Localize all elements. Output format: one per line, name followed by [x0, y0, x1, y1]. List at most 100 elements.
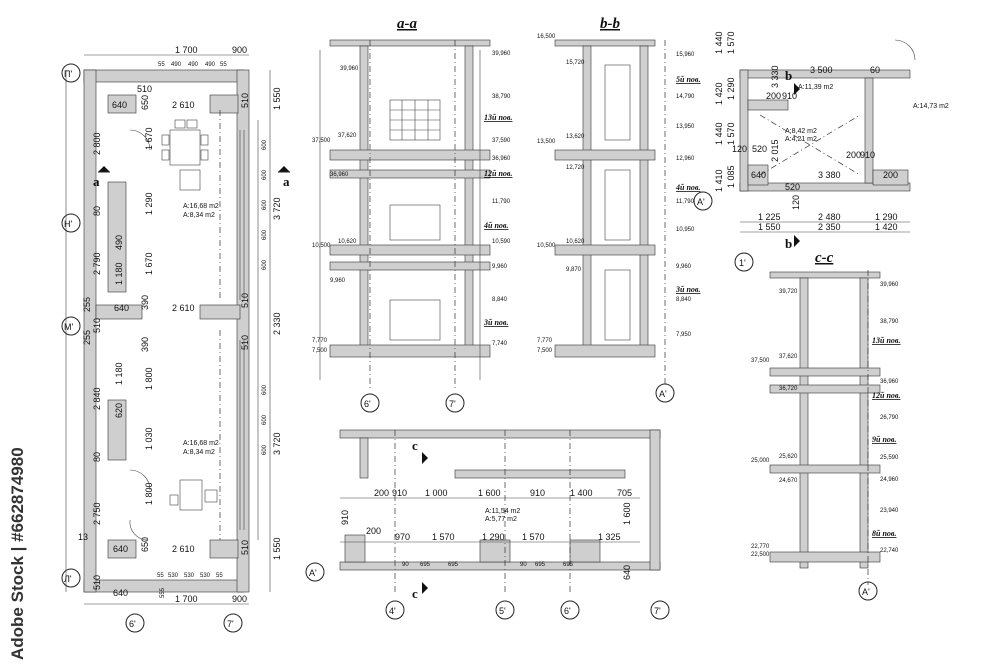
level-mark: 24,670	[779, 478, 798, 484]
level-mark: 37,500	[751, 358, 770, 364]
dim-label: 3 380	[818, 170, 841, 180]
level-mark: 39,960	[492, 51, 511, 57]
dim-label: 520	[785, 182, 800, 192]
column-4	[209, 539, 239, 559]
column-1	[107, 94, 137, 114]
axis-label: Н'	[64, 219, 72, 229]
floor-label: 13й пов.	[484, 113, 512, 122]
dim-label: 695	[420, 562, 431, 568]
dim-label: 1 440	[714, 122, 724, 145]
dim-label: 910	[530, 488, 545, 498]
dim-label: 1 325	[598, 532, 621, 542]
wall-left	[83, 69, 97, 593]
axis-label: 6'	[129, 619, 136, 629]
level-mark: 24,960	[880, 477, 899, 483]
level-mark: 8,840	[492, 297, 508, 303]
section-arrow-icon	[794, 235, 800, 247]
dim-label: 1 180	[114, 362, 124, 385]
level-mark: 37,620	[338, 133, 357, 139]
dim-label: 200	[766, 91, 781, 101]
dim-label: 90	[520, 562, 527, 568]
level-mark: 13,500	[537, 139, 556, 145]
room-area: А:16,68 m2	[183, 440, 219, 447]
dim-label: 200	[883, 170, 898, 180]
dim-label: 510	[240, 93, 250, 108]
dim-label: 1 290	[144, 192, 154, 215]
section-arrow-icon	[278, 166, 290, 172]
dim-label: 1 290	[726, 77, 736, 100]
floor-label: 5й пов.	[676, 75, 700, 84]
dim-label: 695	[535, 562, 546, 568]
level-mark: 22,740	[880, 548, 899, 554]
section-title: a-a	[397, 16, 417, 32]
plan-bottom: 200 910 1 000 1 600 910 1 400 705 200 91…	[305, 429, 670, 620]
dim-label: 2 790	[92, 252, 102, 275]
room-area: А:16,68 m2	[183, 203, 219, 210]
dim-label: 530	[184, 573, 195, 579]
level-mark: 9,960	[676, 264, 692, 270]
dim-label: 695	[563, 562, 574, 568]
section-mark: a	[93, 174, 100, 189]
wall-top	[83, 69, 245, 83]
dim-label: 640	[622, 565, 632, 580]
dim-label: 600	[262, 169, 268, 180]
dim-label: 1 570	[726, 31, 736, 54]
dim-label: 120	[791, 195, 801, 210]
dim-label: 510	[137, 84, 152, 94]
door-arc-3	[129, 519, 149, 541]
dim-label: 490	[171, 62, 182, 68]
dim-label: 490	[114, 235, 124, 250]
section-title: b-b	[600, 16, 620, 32]
dim-label: 695	[448, 562, 459, 568]
level-mark: 25,590	[880, 455, 899, 461]
axis-label: Л'	[64, 574, 72, 584]
level-mark: 11,790	[676, 199, 695, 205]
level-mark: 13,950	[676, 124, 695, 130]
floor-label: 9й пов.	[872, 435, 896, 444]
dim-label: 1 420	[714, 82, 724, 105]
section-arrow-icon	[98, 166, 110, 172]
dim-label: 55	[158, 62, 165, 68]
dim-label: 3 500	[810, 65, 833, 75]
dim-label: 600	[262, 444, 268, 455]
dim-label: 510	[240, 540, 250, 555]
axis-label: М'	[64, 322, 73, 332]
dim-label: 555	[160, 587, 166, 598]
room-area: А:8,34 m2	[183, 449, 215, 456]
dim-label: 490	[188, 62, 199, 68]
dim-label: 3 720	[272, 432, 282, 455]
dim-label: 2 610	[172, 100, 195, 110]
floor-label: 13й пов.	[872, 336, 900, 345]
dim-label: 1 570	[432, 532, 455, 542]
floor-label: 4й пов.	[483, 221, 508, 230]
dim-label: 2 480	[818, 212, 841, 222]
wall-mid-left	[95, 304, 143, 320]
level-mark: 26,790	[880, 415, 899, 421]
dim-label: 255	[82, 330, 92, 345]
dim-label: 2 015	[770, 139, 780, 162]
axis-label: А'	[697, 197, 705, 207]
room-area: А:11,54 m2	[485, 508, 520, 515]
column-2	[209, 94, 239, 114]
column-3	[107, 539, 137, 559]
dim-label: 510	[92, 575, 102, 590]
door-arc-2	[129, 469, 151, 491]
level-mark: 38,790	[880, 319, 899, 325]
level-mark: 7,500	[312, 348, 328, 354]
level-mark: 23,940	[880, 508, 899, 514]
dim-label: 1 290	[875, 212, 898, 222]
dim-label: 510	[92, 318, 102, 333]
dim-label: 90	[402, 562, 409, 568]
level-mark: 25,620	[779, 454, 798, 460]
level-mark: 12,960	[676, 156, 695, 162]
dim-label: 1 000	[425, 488, 448, 498]
dim-label: 970	[395, 532, 410, 542]
level-mark: 10,620	[566, 239, 585, 245]
axis-label: А'	[309, 568, 317, 578]
dim-label: 520	[752, 144, 767, 154]
level-mark: 8,840	[676, 297, 692, 303]
axis-label: 7'	[227, 619, 234, 629]
floor-label: 8й пов.	[872, 529, 896, 538]
axis-label: 4'	[389, 606, 396, 616]
dim-label: 1 570	[522, 532, 545, 542]
